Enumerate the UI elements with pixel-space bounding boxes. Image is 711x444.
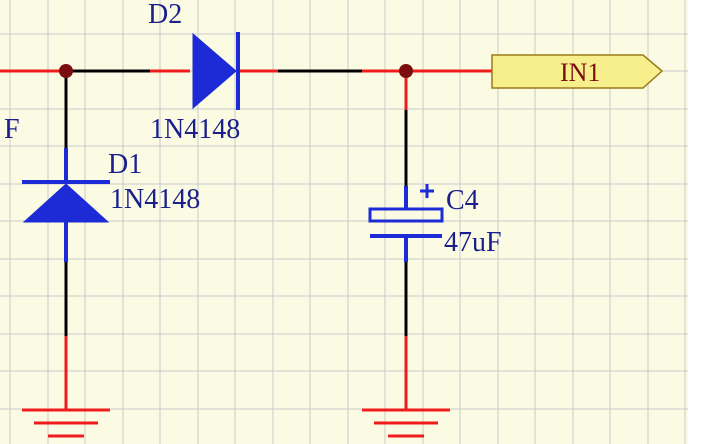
d1-value: 1N4148 (110, 184, 200, 215)
partial-left-label: F (4, 114, 20, 145)
port-in1[interactable]: IN1 (491, 54, 664, 89)
d1-diode-icon[interactable] (22, 180, 110, 223)
d2-diode-icon[interactable] (192, 32, 240, 110)
d2-designator: D2 (148, 0, 182, 30)
d2-triangle (192, 32, 237, 110)
sheet-margin (688, 0, 711, 444)
d1-designator: D1 (108, 149, 142, 180)
c4-capacitor-icon[interactable] (368, 184, 444, 238)
ground-icon-left (22, 408, 110, 438)
junction-right (399, 64, 413, 78)
port-label: IN1 (560, 58, 600, 87)
d1-triangle (22, 183, 110, 223)
ground-icon-right (362, 408, 450, 438)
junction-left (59, 64, 73, 78)
d2-value: 1N4148 (150, 114, 240, 145)
c4-value: 47uF (444, 227, 502, 258)
port-arrow-icon (491, 54, 664, 89)
c4-positive-plate (368, 207, 444, 223)
c4-designator: C4 (446, 185, 479, 216)
